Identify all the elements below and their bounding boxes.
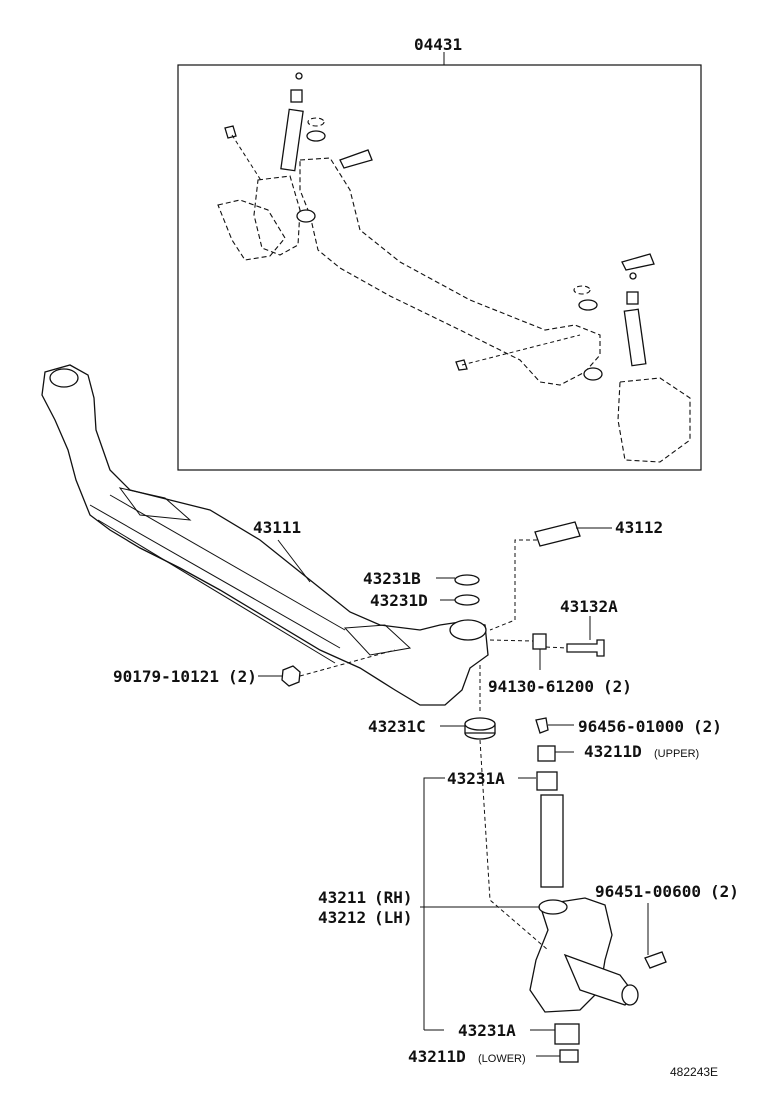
bushing-a-bottom-part (554, 1023, 580, 1045)
bolt-part (566, 639, 605, 657)
label-knuckle-lh-note: (LH) (374, 908, 413, 927)
label-assy: 04431 (414, 35, 462, 54)
shim-b-part (454, 574, 480, 586)
label-bushing-upper: 43211D (584, 742, 642, 761)
label-nut-right: 94130-61200 (488, 677, 594, 696)
leader-lines (258, 527, 649, 1057)
nut-right-part (532, 633, 547, 650)
label-bushing-upper-note: (UPPER) (654, 748, 699, 760)
label-nut-left: 90179-10121 (113, 667, 219, 686)
assembly-inset (177, 52, 702, 471)
label-stud-qty: (2) (710, 882, 739, 901)
label-bushing-lower: 43211D (408, 1047, 466, 1066)
label-tie-rod-pin: 43112 (615, 518, 663, 537)
tie-rod-pin-part (534, 521, 581, 547)
label-nut-left-qty: (2) (228, 667, 257, 686)
stud-part (644, 951, 667, 969)
nut-left-part (281, 665, 301, 687)
label-knuckle-rh-note: (RH) (374, 888, 413, 907)
label-stud: 96451-00600 (595, 882, 701, 901)
label-bushing-a-top: 43231A (447, 769, 505, 788)
bushing-upper-part (537, 745, 556, 762)
bushing-a-top-part (536, 771, 558, 791)
knuckle-part (529, 897, 639, 1013)
grease-fitting-part (535, 717, 549, 734)
shim-d-part (454, 594, 480, 606)
label-grease-fitting: 96456-01000 (578, 717, 684, 736)
label-shim-b: 43231B (363, 569, 421, 588)
label-knuckle-lh: 43212 (318, 908, 366, 927)
label-bolt: 43132A (560, 597, 618, 616)
label-nut-right-qty: (2) (603, 677, 632, 696)
label-shim-d: 43231D (370, 591, 428, 610)
bearing-c-part (464, 717, 496, 740)
label-axle-beam: 43111 (253, 518, 301, 537)
bushing-lower-part (559, 1049, 579, 1063)
label-grease-fitting-qty: (2) (693, 717, 722, 736)
label-bushing-a-bottom: 43231A (458, 1021, 516, 1040)
label-bushing-lower-note: (LOWER) (478, 1053, 526, 1065)
label-knuckle-rh: 43211 (318, 888, 366, 907)
axle-beam (41, 364, 489, 706)
label-bearing-c: 43231C (368, 717, 426, 736)
king-pin-part (540, 794, 564, 888)
label-ref-code: 482243E (670, 1065, 718, 1079)
